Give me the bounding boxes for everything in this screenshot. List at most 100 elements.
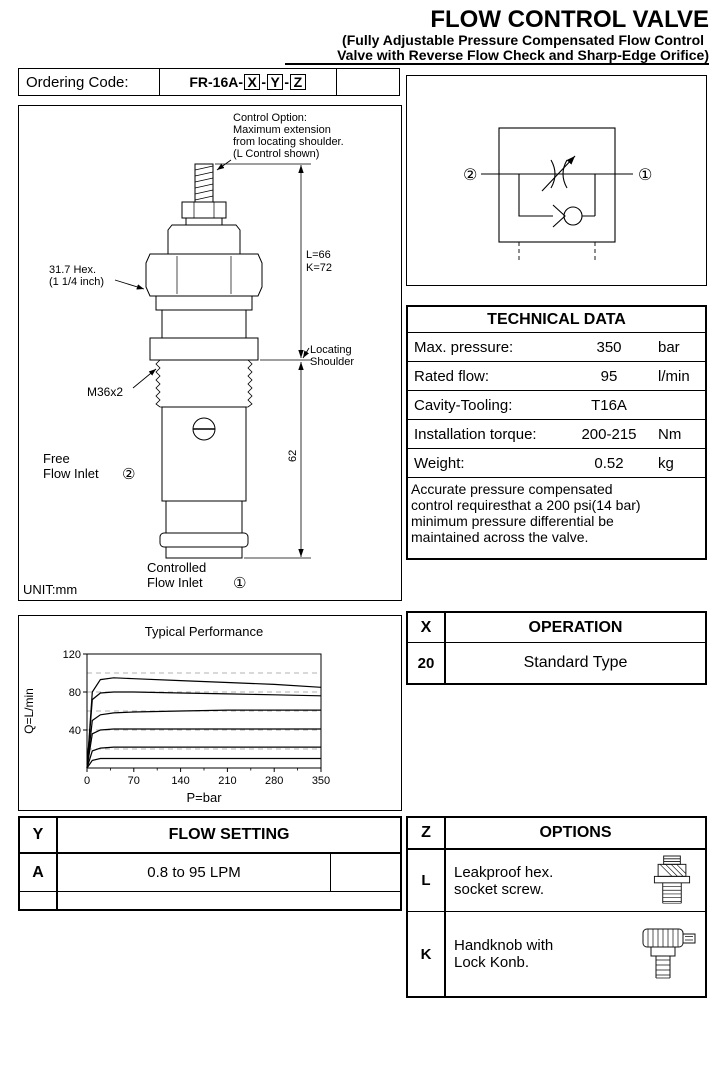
options-table: Z OPTIONS L Leakproof hex. socket screw.	[406, 816, 707, 998]
hex-size-label-line2: (1 1/4 inch)	[49, 276, 104, 288]
controlled-flow-inlet-label-line1: Controlled	[147, 560, 206, 575]
thread-size-label: M36x2	[87, 385, 123, 399]
td-value: 95	[600, 367, 618, 385]
leader-lines	[114, 159, 310, 389]
header-rule	[285, 63, 709, 65]
free-flow-inlet-label-line1: Free	[43, 451, 70, 466]
port-2-label: ②	[122, 466, 135, 483]
operation-header-row: X OPERATION	[408, 613, 705, 643]
option-k-icon-cell	[633, 912, 705, 996]
chart-series-setting-1	[86, 757, 321, 769]
ordering-code-y: Y	[267, 74, 284, 90]
table-row: A 0.8 to 95 LPM	[20, 854, 400, 892]
chart-y-tick-label: 80	[69, 687, 81, 699]
ordering-code-value: FR-16A- X - Y - Z	[159, 69, 337, 95]
port-1-label: ①	[233, 575, 246, 592]
td-unit: Nm	[658, 425, 682, 443]
subtitle-line-1: (Fully Adjustable Pressure Compensated F…	[342, 32, 705, 48]
symbol-envelope	[498, 127, 616, 243]
flow-setting-row-code: A	[20, 854, 58, 891]
hex-socket-screw-icon	[653, 855, 691, 904]
chart-x-tick-label: 210	[218, 775, 236, 787]
unit-label: UNIT:mm	[23, 582, 77, 597]
note-line: Accurate pressure compensated	[411, 481, 613, 497]
td-value: 350	[596, 338, 622, 356]
flow-setting-filler-row	[20, 892, 400, 909]
option-l-code: L	[408, 850, 446, 911]
note-line: minimum pressure differential be	[411, 513, 614, 529]
operation-col-title: OPERATION	[528, 618, 623, 636]
orifice-arc-right	[562, 159, 568, 189]
ordering-code-label: Ordering Code:	[26, 73, 129, 91]
dim-62-label: 62	[287, 450, 299, 462]
option-k-description: Handknob with Lock Konb.	[446, 912, 553, 996]
ordering-code-sep2: -	[284, 74, 290, 90]
chart-series-setting-4	[86, 709, 321, 769]
pilot-dashed-lines	[518, 242, 596, 262]
ordering-code-sep1: -	[261, 74, 267, 90]
flow-setting-empty-cell	[330, 854, 400, 891]
option-l-description: Leakproof hex. socket screw.	[446, 850, 553, 911]
flow-setting-col-title: FLOW SETTING	[168, 826, 290, 843]
free-flow-inlet-label-line2: Flow Inlet	[43, 466, 99, 481]
ordering-code-bar: Ordering Code: FR-16A- X - Y - Z	[18, 68, 400, 96]
flow-setting-header-row: Y FLOW SETTING	[20, 818, 400, 854]
table-row: Cavity-Tooling: T16A	[408, 391, 705, 420]
td-value: 0.52	[594, 454, 624, 472]
table-row: Installation torque: 200-215 Nm	[408, 420, 705, 449]
option-k-code: K	[408, 912, 446, 996]
technical-data-title: TECHNICAL DATA	[408, 307, 705, 333]
control-option-note-line2: Maximum extension	[233, 124, 331, 136]
dim-k-label: K=72	[306, 262, 332, 274]
hydraulic-symbol-panel: ② ①	[406, 75, 707, 286]
page-title: FLOW CONTROL VALVE	[430, 6, 709, 33]
td-label: Installation torque:	[414, 425, 537, 443]
table-row: Max. pressure: 350 bar	[408, 333, 705, 362]
operation-col-code: X	[408, 613, 446, 642]
flow-setting-filler-cell	[20, 892, 58, 909]
check-valve-seat	[552, 204, 566, 228]
table-row: Rated flow: 95 l/min	[408, 362, 705, 391]
td-label: Rated flow:	[414, 367, 490, 385]
symbol-port-2-label: ②	[463, 167, 477, 184]
dimension-lines	[215, 163, 311, 559]
chart-x-tick-label: 70	[128, 775, 140, 787]
chart-x-tick-label: 280	[265, 775, 283, 787]
handknob-icon	[642, 928, 696, 979]
td-label: Weight:	[414, 454, 465, 472]
options-col-code: Z	[408, 818, 446, 848]
option-l-line2: socket screw.	[454, 880, 545, 898]
orifice-arc-left	[550, 159, 556, 189]
check-valve-branch	[518, 174, 596, 217]
page-subtitle: (Fully Adjustable Pressure Compensated F…	[337, 33, 709, 63]
chart-x-tick-label: 140	[171, 775, 189, 787]
table-row: K Handknob with Lock Konb.	[408, 912, 705, 996]
chart-x-axis-label: P=bar	[186, 790, 222, 805]
table-row: Weight: 0.52 kg	[408, 449, 705, 478]
valve-drawing-panel: Control Option: Maximum extension from l…	[18, 105, 402, 601]
control-option-note-line4: (L Control shown)	[233, 148, 319, 160]
td-label: Cavity-Tooling:	[414, 396, 513, 414]
options-header-row: Z OPTIONS	[408, 818, 705, 850]
adjustable-arrow-icon	[541, 155, 576, 192]
option-l-icon-cell	[639, 850, 705, 911]
valve-technical-drawing: Control Option: Maximum extension from l…	[23, 112, 354, 597]
ordering-code-prefix: FR-16A-	[189, 74, 244, 90]
td-label: Max. pressure:	[414, 338, 514, 356]
chart-title: Typical Performance	[145, 624, 264, 639]
hex-size-label-line1: 31.7 Hex.	[49, 264, 96, 276]
operation-row-label: Standard Type	[523, 654, 628, 671]
oring-groove	[159, 532, 249, 548]
option-l-line1: Leakproof hex.	[454, 863, 554, 881]
chart-series-setting-2	[86, 746, 321, 769]
drawing-labels: Control Option: Maximum extension from l…	[23, 112, 354, 597]
chart-y-axis-label: Q=L/min	[22, 688, 36, 734]
technical-data-note: Accurate pressure compensated control re…	[408, 478, 705, 548]
table-row: L Leakproof hex. socket screw.	[408, 850, 705, 912]
td-value: 200-215	[581, 425, 637, 443]
control-option-note-line3: from locating shoulder.	[233, 136, 344, 148]
option-k-line1: Handknob with	[454, 937, 554, 954]
chart-x-tick-label: 350	[312, 775, 330, 787]
flow-setting-col-code: Y	[20, 818, 58, 852]
